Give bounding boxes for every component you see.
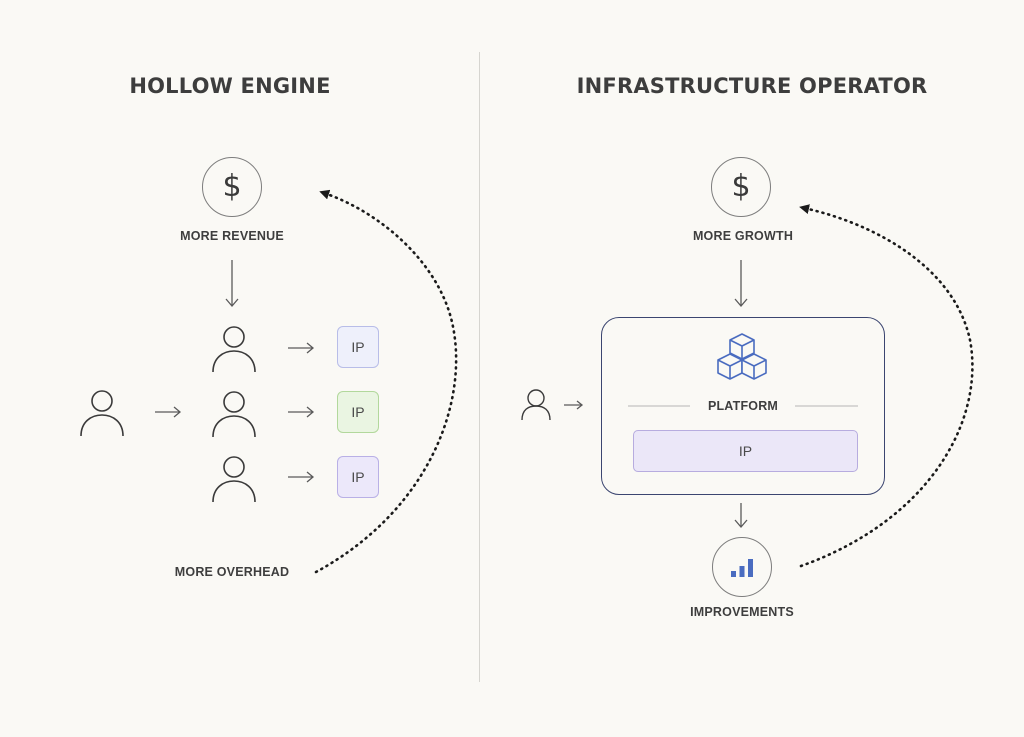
more-growth-label: MORE GROWTH — [692, 229, 794, 243]
cubes-icon — [717, 333, 767, 380]
improvements-down-arrow — [734, 503, 748, 528]
more-overhead-label: MORE OVERHEAD — [174, 565, 290, 579]
person-icon-2 — [212, 391, 256, 438]
ip-box-1: IP — [337, 326, 379, 368]
person-icon-1 — [212, 326, 256, 373]
arrow-to-ip-3 — [288, 471, 315, 483]
dollar-icon: $ — [222, 169, 242, 204]
bar-chart-icon — [731, 559, 753, 577]
ip-box-2: IP — [337, 391, 379, 433]
infrastructure-operator-title: INFRASTRUCTURE OPERATOR — [576, 74, 928, 98]
arrow-to-team — [155, 406, 182, 418]
improvements-feedback-curve — [799, 204, 974, 568]
person-icon — [80, 390, 124, 437]
improvements-circle — [712, 537, 772, 597]
overhead-feedback-curve — [314, 189, 458, 574]
platform-ip-box: IP — [633, 430, 858, 472]
arrow-to-ip-1 — [288, 342, 315, 354]
revenue-down-arrow — [225, 260, 239, 307]
hollow-engine-title: HOLLOW ENGINE — [129, 74, 331, 98]
improvements-label: IMPROVEMENTS — [690, 605, 794, 619]
ip-box-3: IP — [337, 456, 379, 498]
growth-down-arrow — [734, 260, 748, 307]
arrow-to-platform — [564, 400, 584, 410]
arrow-to-ip-2 — [288, 406, 315, 418]
person-icon-small — [521, 389, 551, 421]
dollar-icon: $ — [731, 169, 751, 204]
growth-dollar-circle: $ — [711, 157, 771, 217]
revenue-dollar-circle: $ — [202, 157, 262, 217]
center-divider — [479, 52, 480, 682]
platform-label: PLATFORM — [707, 399, 779, 413]
person-icon-3 — [212, 456, 256, 503]
more-revenue-label: MORE REVENUE — [180, 229, 284, 243]
